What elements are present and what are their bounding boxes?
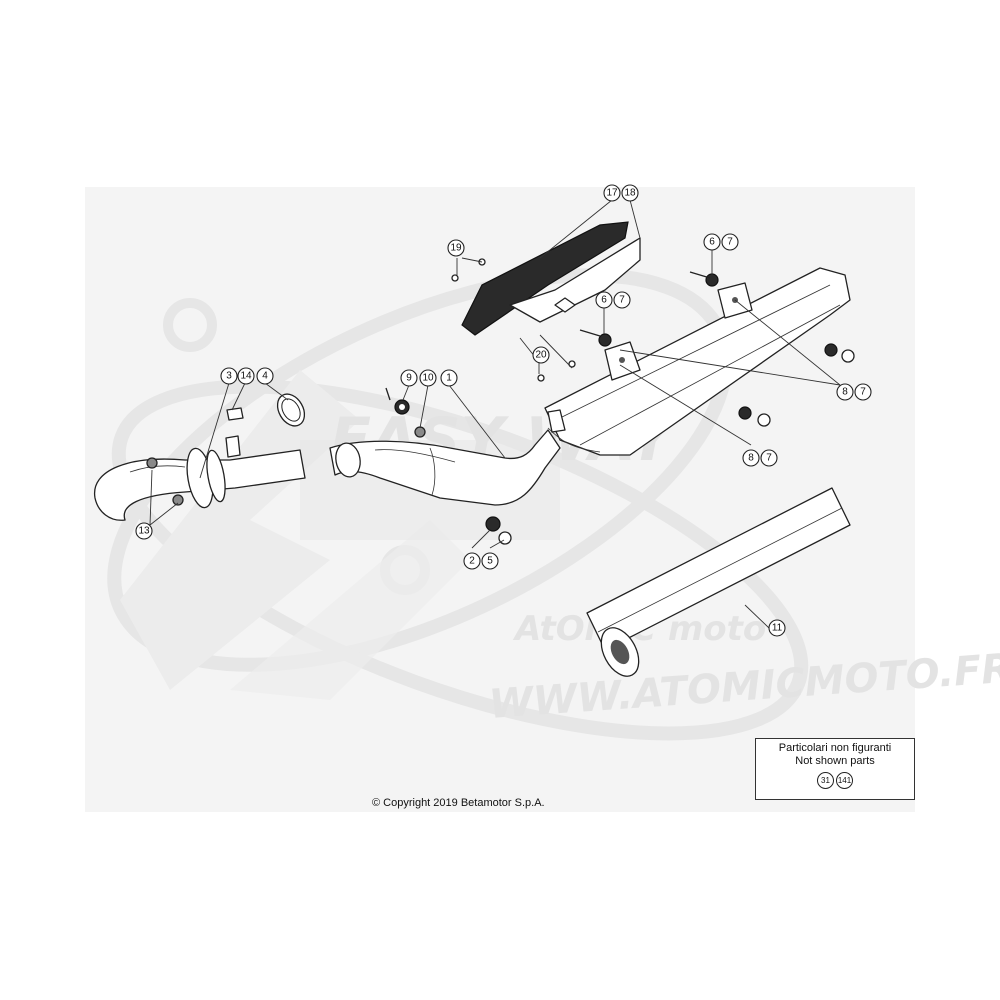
svg-text:17: 17: [606, 188, 618, 199]
callout-7-right: 7: [854, 383, 872, 401]
svg-text:7: 7: [727, 237, 733, 248]
callout-7-mid: 7: [613, 291, 631, 309]
callout-8-right: 8: [836, 383, 854, 401]
callout-7-lower: 7: [760, 449, 778, 467]
svg-text:7: 7: [619, 295, 625, 306]
callout-10: 10: [419, 369, 437, 387]
callout-18: 18: [621, 184, 639, 202]
svg-text:3: 3: [226, 371, 232, 382]
svg-text:13: 13: [138, 526, 150, 537]
callout-3: 3: [220, 367, 238, 385]
legend-ref-141: 141: [836, 772, 853, 789]
callout-7-top: 7: [721, 233, 739, 251]
hardware-parts: [385, 258, 855, 545]
legend-ref-31: 31: [817, 772, 834, 789]
svg-text:19: 19: [450, 243, 462, 254]
svg-text:18: 18: [624, 188, 636, 199]
mid-pipe-part: [329, 426, 561, 506]
svg-text:8: 8: [842, 387, 848, 398]
gasket-part: [276, 393, 306, 427]
callout-8-lower: 8: [742, 449, 760, 467]
callout-14: 14: [237, 367, 255, 385]
callout-13: 13: [135, 522, 153, 540]
plug-part: [226, 407, 244, 421]
callout-11: 11: [768, 619, 786, 637]
insulation-tube-part: [586, 487, 851, 677]
svg-text:2: 2: [469, 556, 475, 567]
silencer-part: [544, 267, 851, 456]
svg-text:1: 1: [446, 373, 452, 384]
copyright-notice: © Copyright 2019 Betamotor S.p.A.: [372, 797, 545, 809]
svg-text:14: 14: [240, 371, 252, 382]
callout-6-mid: 6: [595, 291, 613, 309]
svg-text:20: 20: [535, 350, 547, 361]
callout-6-top: 6: [703, 233, 721, 251]
legend-title-it: Particolari non figuranti: [778, 742, 892, 754]
legend-title-en: Not shown parts: [795, 755, 875, 767]
svg-text:5: 5: [487, 556, 493, 567]
svg-text:7: 7: [860, 387, 866, 398]
leader-lines: [149, 199, 841, 629]
svg-text:8: 8: [748, 453, 754, 464]
svg-text:7: 7: [766, 453, 772, 464]
not-shown-parts-legend: Particolari non figuranti Not shown part…: [755, 738, 915, 800]
callout-19: 19: [447, 239, 465, 257]
callout-2: 2: [463, 552, 481, 570]
svg-text:9: 9: [406, 373, 412, 384]
svg-text:10: 10: [422, 373, 434, 384]
svg-text:4: 4: [262, 371, 268, 382]
callout-20: 20: [532, 346, 550, 364]
watermark-graphic: EASY WAY AtOMIC moto WWW.ATOMICMOTO.FR: [107, 268, 1000, 741]
svg-text:6: 6: [601, 295, 607, 306]
callout-5: 5: [481, 552, 499, 570]
callout-1: 1: [440, 369, 458, 387]
svg-text:6: 6: [709, 237, 715, 248]
heat-guard-part: [461, 221, 641, 336]
legend-ref-list: 31 141: [756, 772, 914, 789]
svg-text:11: 11: [772, 623, 783, 634]
callout-17: 17: [603, 184, 621, 202]
callout-4: 4: [256, 367, 274, 385]
callout-9: 9: [400, 369, 418, 387]
